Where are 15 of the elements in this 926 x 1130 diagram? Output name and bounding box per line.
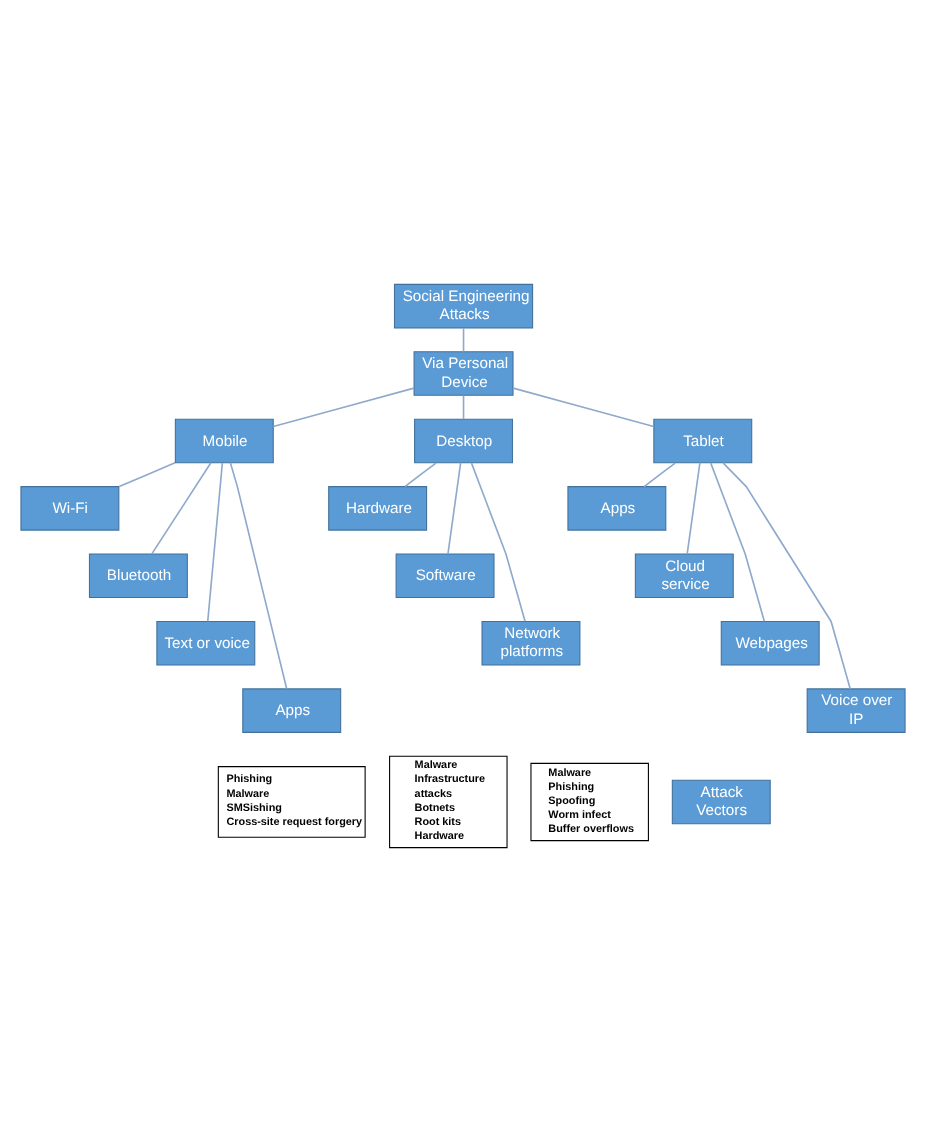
connector (447, 460, 462, 554)
connector (118, 461, 176, 487)
connector (709, 461, 766, 622)
connector (722, 460, 851, 689)
connector (229, 460, 288, 689)
connector (643, 461, 676, 487)
connector (272, 386, 415, 427)
connector (512, 386, 655, 427)
connector (151, 460, 212, 554)
connector (470, 461, 526, 622)
connector (206, 461, 224, 622)
connector (686, 460, 701, 554)
connector (462, 326, 465, 352)
connector (404, 461, 437, 487)
connector (462, 393, 465, 419)
